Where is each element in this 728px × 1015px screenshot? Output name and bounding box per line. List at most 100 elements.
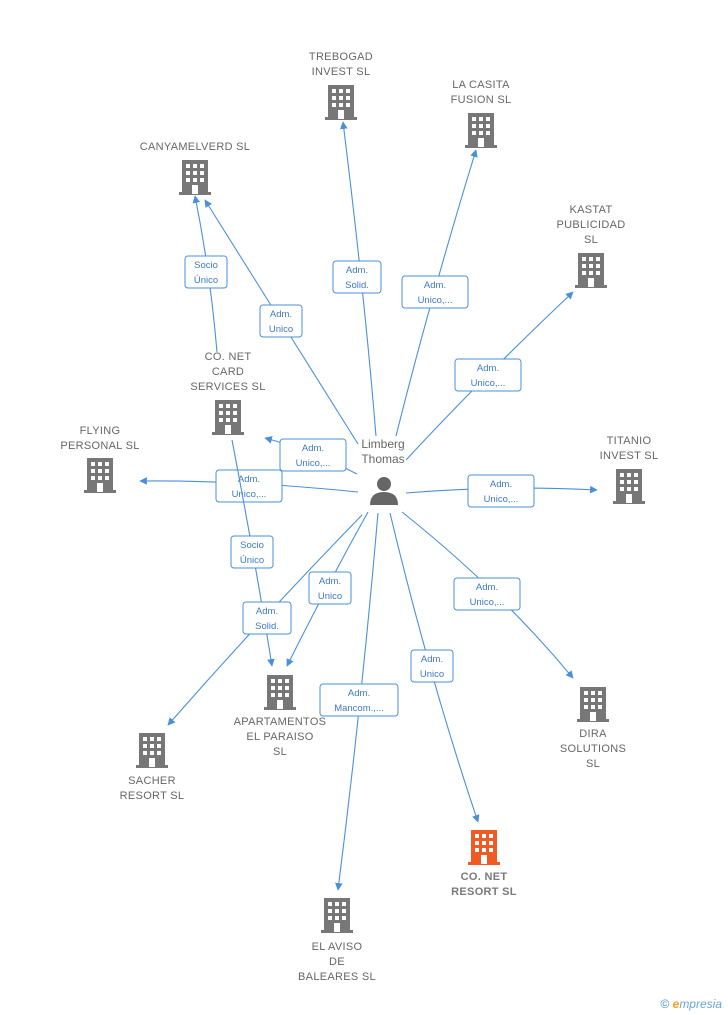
edge-titanio[interactable]: Adm. Unico,... <box>405 474 598 508</box>
edge-label-text: Socio <box>240 540 264 551</box>
building-icon <box>264 675 296 710</box>
edge-label-text: Único <box>194 275 218 286</box>
company-node-conetresort[interactable]: CO. NET RESORT SL <box>451 830 517 898</box>
edge-label-text: Adm. <box>302 443 324 454</box>
edge-trebogad[interactable]: Adm.Solid. <box>332 121 382 437</box>
company-node-lacasita[interactable]: LA CASITA FUSION SL <box>451 79 512 148</box>
building-icon <box>613 469 645 504</box>
brand-name: mpresia <box>679 997 722 1011</box>
company-label: INVEST SL <box>600 450 659 462</box>
company-node-canyamelverd[interactable]: CANYAMELVERD SL <box>140 141 250 195</box>
company-label: RESORT SL <box>451 886 517 898</box>
company-label: SL <box>586 758 600 770</box>
building-icon <box>179 160 211 195</box>
company-label: TITANIO <box>607 435 652 447</box>
company-label: DE <box>329 956 345 968</box>
edge-label-text: Unico,... <box>470 597 505 608</box>
edge-label-text: Unico,... <box>232 489 267 500</box>
edge-label-text: Solid. <box>345 280 369 291</box>
edge-label-text: Solid. <box>255 621 279 632</box>
company-node-flying[interactable]: FLYING PERSONAL SL <box>60 425 139 493</box>
edge-label-text: Adm. <box>421 654 443 665</box>
edge-label-box[interactable] <box>215 469 283 503</box>
company-label: INVEST SL <box>312 66 371 78</box>
company-label: SERVICES SL <box>190 381 265 393</box>
edge-label-text: Adm. <box>490 479 512 490</box>
edge-label-text: Adm. <box>424 280 446 291</box>
edge-label-text: Adm. <box>256 606 278 617</box>
building-icon <box>465 113 497 148</box>
edge-dira[interactable]: Adm. Unico,... <box>401 511 574 679</box>
company-label: FUSION SL <box>451 94 512 106</box>
edge-label-box[interactable] <box>184 255 228 289</box>
building-icon <box>325 85 357 120</box>
company-label: EL AVISO <box>312 941 363 953</box>
edge-apart[interactable]: Adm. Unico <box>286 511 369 667</box>
company-label: EL PARAISO <box>246 731 313 743</box>
edge-label-box[interactable] <box>410 649 454 683</box>
company-label: PUBLICIDAD <box>556 219 625 231</box>
edge-label-box[interactable] <box>279 438 347 472</box>
edge-label-text: Unico,... <box>296 458 331 469</box>
company-label: LA CASITA <box>452 79 510 91</box>
edge-label-box[interactable] <box>454 358 522 392</box>
edge-label-box[interactable] <box>453 577 521 611</box>
edge-label-box[interactable] <box>332 260 382 294</box>
company-label: PERSONAL SL <box>60 440 139 452</box>
edge-label-text: Unico,... <box>484 494 519 505</box>
edge-label-text: Socio <box>194 260 218 271</box>
company-node-trebogad[interactable]: TREBOGAD INVEST SL <box>309 51 373 120</box>
company-label: APARTAMENTOS <box>234 716 327 728</box>
edge-label-box[interactable] <box>242 601 292 635</box>
edge-label-text: Adm. <box>319 576 341 587</box>
brand-logo-e: e <box>672 997 680 1011</box>
edge-label-box[interactable] <box>319 683 399 717</box>
building-icon <box>575 253 607 288</box>
edge-kastat[interactable]: Adm.Unico,... <box>405 291 574 461</box>
edge-label-box[interactable] <box>308 571 352 605</box>
edge-label-text: Adm. <box>238 474 260 485</box>
company-label: SL <box>273 746 287 758</box>
company-label: SL <box>584 234 598 246</box>
company-label: TREBOGAD <box>309 51 373 63</box>
company-node-elaviso[interactable]: EL AVISO DE BALEARES SL <box>298 898 376 983</box>
edge-label-text: Único <box>240 555 264 566</box>
edge-lacasita[interactable]: Adm.Unico,... <box>395 149 478 437</box>
edge-conetresort[interactable]: Adm.Unico <box>389 512 480 823</box>
edge-label-text: Unico <box>318 591 342 602</box>
edge-elaviso[interactable]: Adm. Mancom.,... <box>319 512 399 891</box>
company-label: BALEARES SL <box>298 971 376 983</box>
company-label: CO. NET <box>461 871 508 883</box>
copyright-icon: © <box>660 997 670 1011</box>
person-icon <box>370 477 398 505</box>
company-node-apartamentos[interactable]: APARTAMENTOS EL PARAISO SL <box>234 675 327 758</box>
edge-canyamelverd[interactable]: Adm.Unico <box>204 199 359 445</box>
person-name-line2: Thomas <box>361 452 404 466</box>
person-node[interactable]: Limberg Thomas <box>361 437 405 505</box>
person-name-line1: Limberg <box>361 437 404 451</box>
edge-label-box[interactable] <box>230 535 274 569</box>
edge-label-text: Unico,... <box>471 378 506 389</box>
company-label: FLYING <box>80 425 121 437</box>
edge-flying[interactable]: Adm. Unico,... <box>139 469 359 503</box>
building-icon <box>84 458 116 493</box>
company-label: RESORT SL <box>120 790 185 802</box>
edge-label-box[interactable] <box>259 304 303 338</box>
nodes-layer: TREBOGAD INVEST SL LA CASITA FUSION SL CANYA… <box>60 51 658 983</box>
company-label: KASTAT <box>570 204 613 216</box>
company-node-titanio[interactable]: TITANIO INVEST SL <box>600 435 659 504</box>
footer-brand: © empresia <box>660 997 722 1011</box>
edge-label-text: Unico <box>269 324 293 335</box>
edge-label-box[interactable] <box>467 474 535 508</box>
edge-label-text: Mancom.,... <box>334 703 384 714</box>
company-node-kastat[interactable]: KASTAT PUBLICIDAD SL <box>556 204 625 288</box>
edge-sacher[interactable]: Adm. Solid. <box>167 514 363 726</box>
edge-conetcard[interactable]: Adm. Unico,... <box>264 436 358 475</box>
edge-label-box[interactable] <box>401 275 469 309</box>
